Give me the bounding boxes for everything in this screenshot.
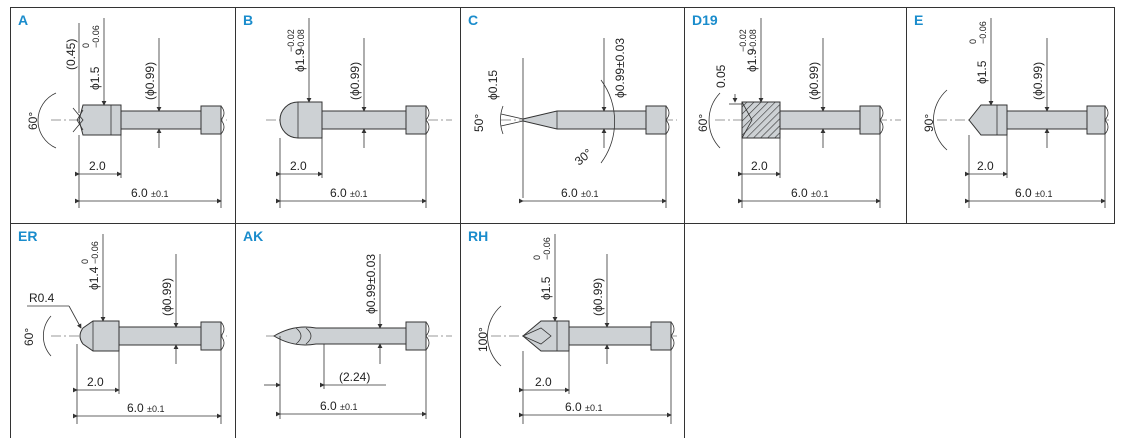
angle-label: 60° xyxy=(26,112,40,130)
radius-label: R0.4 xyxy=(29,291,55,305)
shaft-diameter: (ϕ0.99) xyxy=(160,278,174,316)
pin-drawing-D19: 0.05 60° ϕ1.9 −0.02 (ϕ0.99) 2.0 6.0 ±0.1… xyxy=(696,18,901,208)
cell-title: E xyxy=(914,12,924,28)
tol-upper: 0 xyxy=(968,39,978,44)
shaft-diameter: (ϕ0.99) xyxy=(807,62,821,100)
tol-lower: −0.06 xyxy=(978,21,988,44)
pin-drawing-E: 90° ϕ1.5 0 (ϕ0.99) 2.0 6.0 ±0.1 −0.06 xyxy=(922,18,1112,208)
cell-E: E 90° ϕ1.5 0 (ϕ0.99) 2.0 6.0 ±0.1 −0.06 xyxy=(907,8,1114,223)
tol-upper: 0 xyxy=(81,43,91,48)
shaft-diameter: ϕ0.99±0.03 xyxy=(613,38,627,98)
total-length: 6.0 xyxy=(330,186,347,200)
pin-drawing-RH: 100° ϕ1.5 0 (ϕ0.99) 2.0 6.0 ±0.1 −0.06 xyxy=(476,234,677,424)
pin-drawing-C: ϕ0.15 50° 30° ϕ0.99±0.03 6.0 ±0.1 xyxy=(472,38,677,208)
angle-label: 50° xyxy=(472,114,486,132)
cell-RH: RH 100° ϕ1.5 0 (ϕ0.99) 2.0 6.0 ±0.1 −0.0… xyxy=(461,224,684,438)
extra-dim: (0.45) xyxy=(64,39,78,70)
cell-C: C ϕ0.15 50° 30° ϕ0.99±0.03 6.0 ±0.1 xyxy=(461,8,684,223)
total-length: 6.0 xyxy=(127,401,144,415)
tol-upper: 0 xyxy=(80,259,90,264)
cell-title: AK xyxy=(243,228,264,244)
shaft-diameter: (ϕ0.99) xyxy=(348,62,362,100)
cell-title: A xyxy=(18,12,29,28)
length-tolerance: ±0.1 xyxy=(811,189,828,199)
angle-label: 100° xyxy=(476,327,490,352)
tip-diameter: ϕ1.5 xyxy=(88,66,102,90)
tip-diameter: ϕ1.5 xyxy=(975,60,989,84)
length-tolerance: ±0.1 xyxy=(581,189,598,199)
length-tolerance: ±0.1 xyxy=(1035,189,1052,199)
cell-B: B ϕ1.9 −0.02 −0.08 (ϕ0.99) 2.0 6.0 ±0.1 xyxy=(236,8,460,223)
tol-lower: −0.06 xyxy=(90,241,100,264)
cell-title: D19 xyxy=(692,12,718,28)
length-tolerance: ±0.1 xyxy=(147,404,164,414)
cell-title: C xyxy=(468,12,479,28)
short-length: 2.0 xyxy=(290,159,307,173)
tol-lower: −0.08 xyxy=(296,29,306,52)
cell-title: ER xyxy=(18,228,38,244)
tip-diameter: ϕ1.4 xyxy=(87,266,101,290)
shaft-diameter: ϕ0.99±0.03 xyxy=(364,254,378,314)
angle-label-2: 30° xyxy=(572,146,595,169)
tol-lower: −0.06 xyxy=(542,237,552,260)
length-tolerance: ±0.1 xyxy=(350,189,367,199)
short-length: 2.0 xyxy=(751,159,768,173)
tip-diameter: ϕ0.15 xyxy=(486,70,500,100)
length-tolerance: ±0.1 xyxy=(151,189,168,199)
short-length: 2.0 xyxy=(87,375,104,389)
extra-dim: 0.05 xyxy=(714,64,728,88)
angle-label: 60° xyxy=(22,328,36,346)
length-tolerance: ±0.1 xyxy=(585,403,602,413)
tol-upper: 0 xyxy=(532,255,542,260)
cell-ER: ER R0.4 60° ϕ1.4 0 (ϕ0.99) 2.0 6.0 ±0.1 … xyxy=(11,224,235,438)
total-length: 6.0 xyxy=(1015,186,1032,200)
cell-A: A (0.45) 60° ϕ1.5 0 −0.06 (ϕ0.99) 2.0 6.… xyxy=(11,8,235,223)
pin-drawing-A: (0.45) 60° ϕ1.5 0 −0.06 (ϕ0.99) 2.0 6.0 … xyxy=(26,18,227,208)
angle-label: 60° xyxy=(696,114,710,132)
total-length: 6.0 xyxy=(131,186,148,200)
cell-D19: D19 0.05 60° ϕ1.9 −0.02 (ϕ0.99) 2.0 6.0 … xyxy=(685,8,906,223)
tol-lower: −0.06 xyxy=(91,25,101,48)
shaft-diameter: (ϕ0.99) xyxy=(1031,62,1045,100)
cell-AK: AK ϕ0.99±0.03 (2.24) 6.0 ±0.1 xyxy=(236,224,460,438)
tip-diameter: ϕ1.9 xyxy=(293,48,307,72)
mid-length: (2.24) xyxy=(339,370,370,384)
tol-lower: −0.08 xyxy=(748,29,758,52)
length-tolerance: ±0.1 xyxy=(340,402,357,412)
pin-drawing-ER: R0.4 60° ϕ1.4 0 (ϕ0.99) 2.0 6.0 ±0.1 −0.… xyxy=(22,234,227,424)
cell-title: B xyxy=(243,12,254,28)
tip-diameter: ϕ1.9 xyxy=(745,48,759,72)
pin-drawing-B: ϕ1.9 −0.02 −0.08 (ϕ0.99) 2.0 6.0 ±0.1 xyxy=(266,18,452,208)
total-length: 6.0 xyxy=(791,186,808,200)
shaft-diameter: (ϕ0.99) xyxy=(591,278,605,316)
angle-label: 90° xyxy=(922,114,936,132)
short-length: 2.0 xyxy=(89,159,106,173)
tol-upper: −0.02 xyxy=(738,29,748,52)
total-length: 6.0 xyxy=(565,400,582,414)
total-length: 6.0 xyxy=(320,399,337,413)
total-length: 6.0 xyxy=(561,186,578,200)
shaft-diameter: (ϕ0.99) xyxy=(143,62,157,100)
tip-diameter: ϕ1.5 xyxy=(539,276,553,300)
cell-title: RH xyxy=(468,228,489,244)
pin-drawing-AK: ϕ0.99±0.03 (2.24) 6.0 ±0.1 xyxy=(264,254,452,419)
short-length: 2.0 xyxy=(535,375,552,389)
tol-upper: −0.02 xyxy=(286,29,296,52)
short-length: 2.0 xyxy=(977,159,994,173)
